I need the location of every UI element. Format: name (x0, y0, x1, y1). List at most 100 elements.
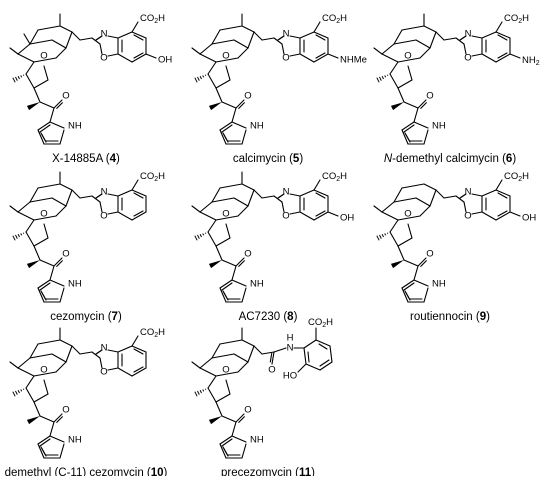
benzene-inner-bond (316, 211, 325, 216)
pyrrole-inner-bond (40, 439, 50, 446)
oxazole-bond (108, 54, 118, 56)
chain-bond (40, 416, 54, 422)
linker-bond (80, 352, 92, 354)
hash-stroke (21, 389, 22, 391)
ring-bond (238, 48, 248, 58)
carboxylic-acid-label: CO2H (140, 327, 165, 339)
pyrrole-nh-label: NH (68, 435, 82, 446)
ring-bond (398, 238, 412, 246)
ring-bond (18, 358, 30, 368)
ring-bond (220, 340, 242, 344)
pyrrole-nh-label: NH (68, 121, 82, 132)
oxazole-nitrogen-label: N (283, 29, 290, 40)
hash-stroke (13, 78, 15, 83)
hash-stroke (13, 392, 15, 397)
hash-stroke (13, 236, 15, 241)
chain-bond (40, 260, 54, 266)
linker-bond (444, 196, 456, 198)
oxazole-bond (274, 196, 282, 202)
pyrrole-bond (424, 130, 428, 144)
benzene-bond (118, 346, 132, 352)
hash-stroke (195, 78, 197, 83)
ring-bond (66, 346, 72, 362)
ring-bond (416, 40, 430, 48)
acid-bond (314, 22, 320, 32)
oxazole-oxygen-label: O (100, 367, 107, 378)
benzene-bond (320, 362, 332, 370)
ring-bond (390, 232, 398, 246)
carbonyl-bond (57, 417, 63, 423)
ring-bond (212, 40, 234, 44)
chain-bond (404, 260, 418, 266)
carbonyl-bond (239, 103, 245, 109)
ketone-oxygen-label: O (426, 249, 433, 260)
pyrrole-nh-label: NH (250, 435, 264, 446)
benzene-bond (118, 212, 132, 220)
methyl-hashed-bond (13, 75, 24, 83)
ring-bond (18, 212, 34, 220)
methyl-hashed-bond (377, 75, 388, 83)
methyl-bond (374, 206, 382, 212)
ring-bond (200, 202, 212, 212)
ring-bond (394, 40, 416, 44)
substituent-bond (298, 364, 306, 372)
benzene-bond (300, 212, 314, 220)
chain-bond (222, 102, 236, 108)
linker-bond (80, 38, 92, 40)
hash-stroke (382, 76, 383, 79)
hash-stroke (197, 391, 199, 395)
ring-bond (394, 30, 402, 44)
linker-bond (444, 38, 456, 40)
ketone-oxygen-label: O (244, 405, 251, 416)
ring-bond (18, 44, 30, 54)
oxazole-bond (108, 194, 118, 196)
benzene-bond (304, 348, 306, 364)
oxazole-oxygen-label: O (282, 211, 289, 222)
hash-stroke (203, 75, 204, 77)
benzene-bond (118, 368, 132, 376)
chain-bond (398, 246, 404, 260)
carbonyl-bond (239, 417, 245, 423)
ring-bond (66, 190, 72, 206)
carbonyl-bond (57, 103, 63, 109)
ring-bond (234, 40, 248, 48)
ring-bond (382, 212, 398, 220)
ring-bond (44, 224, 48, 238)
pyrrole-bond (50, 436, 64, 442)
oxazole-bond (456, 38, 464, 44)
ring-bond (200, 44, 212, 54)
hash-stroke (195, 236, 197, 241)
compound-caption: calcimycin (5) (233, 153, 303, 165)
ring-bond (200, 358, 212, 368)
benzene-inner-bond (498, 211, 507, 216)
ring-bond (424, 26, 436, 32)
ring-bond (424, 184, 436, 190)
carbonyl-bond (421, 103, 427, 109)
ring-bond (248, 190, 254, 206)
pyrrole-bond (232, 266, 236, 280)
compound-caption: X-14885A (4) (52, 153, 120, 165)
benzene-bond (118, 54, 132, 62)
oxazole-oxygen-label: O (100, 53, 107, 64)
oxazole-bond (290, 36, 300, 38)
benzene-inner-bond (134, 53, 143, 58)
acid-bond (132, 22, 138, 32)
caption-paren: ) (164, 467, 168, 476)
compound-caption: routiennocin (9) (410, 311, 490, 323)
linker-bond (262, 196, 274, 198)
acid-bond (132, 336, 138, 346)
chain-bond (216, 246, 222, 260)
ring-bond (44, 66, 48, 80)
benzene-bond (300, 190, 314, 196)
ring-oxygen-label: O (404, 51, 411, 62)
ring-bond (30, 188, 38, 202)
ring-bond (60, 26, 72, 32)
ring-bond (44, 380, 48, 394)
methyl-wedge-bond (391, 102, 404, 110)
ring-bond (226, 224, 230, 238)
compound-number: 10 (151, 467, 164, 476)
chain-bond (34, 402, 40, 416)
caption-paren: ) (311, 467, 315, 476)
